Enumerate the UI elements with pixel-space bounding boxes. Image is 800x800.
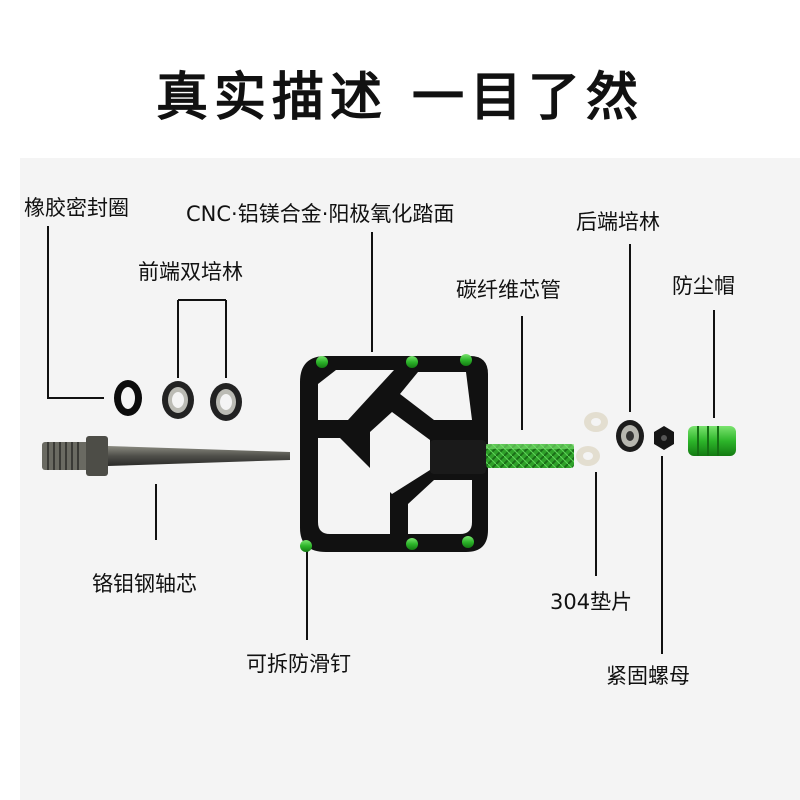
pin — [406, 538, 418, 550]
pin — [462, 536, 474, 548]
leader-rubber-seal — [48, 226, 104, 398]
label-dust-cap: 防尘帽 — [672, 276, 735, 297]
dust-cap — [688, 426, 736, 456]
lock-nut — [654, 426, 674, 450]
pedal-axle-housing — [430, 440, 486, 474]
spindle — [42, 436, 290, 476]
label-washer: 304垫片 — [550, 592, 632, 613]
leader-front-bearings — [178, 300, 226, 378]
pin — [406, 356, 418, 368]
spindle-hex — [86, 436, 108, 476]
pin — [316, 356, 328, 368]
label-lock-nut: 紧固螺母 — [606, 666, 690, 687]
washers — [576, 412, 608, 466]
label-rear-bearing: 后端培林 — [576, 212, 660, 233]
label-rubber-seal: 橡胶密封圈 — [24, 198, 129, 219]
label-pedal-body: CNC·铝镁合金·阳极氧化踏面 — [186, 204, 454, 225]
pin — [460, 354, 472, 366]
label-carbon-tube: 碳纤维芯管 — [456, 280, 561, 301]
rear-bearing — [616, 420, 644, 452]
pin — [300, 540, 312, 552]
label-pins: 可拆防滑钉 — [246, 654, 351, 675]
pedal-body — [300, 354, 488, 552]
spindle-shaft — [108, 446, 290, 466]
carbon-tube — [486, 444, 574, 468]
label-spindle: 铬钼钢轴芯 — [92, 574, 197, 595]
front-components — [114, 380, 242, 421]
label-front-bearings: 前端双培林 — [138, 262, 243, 283]
